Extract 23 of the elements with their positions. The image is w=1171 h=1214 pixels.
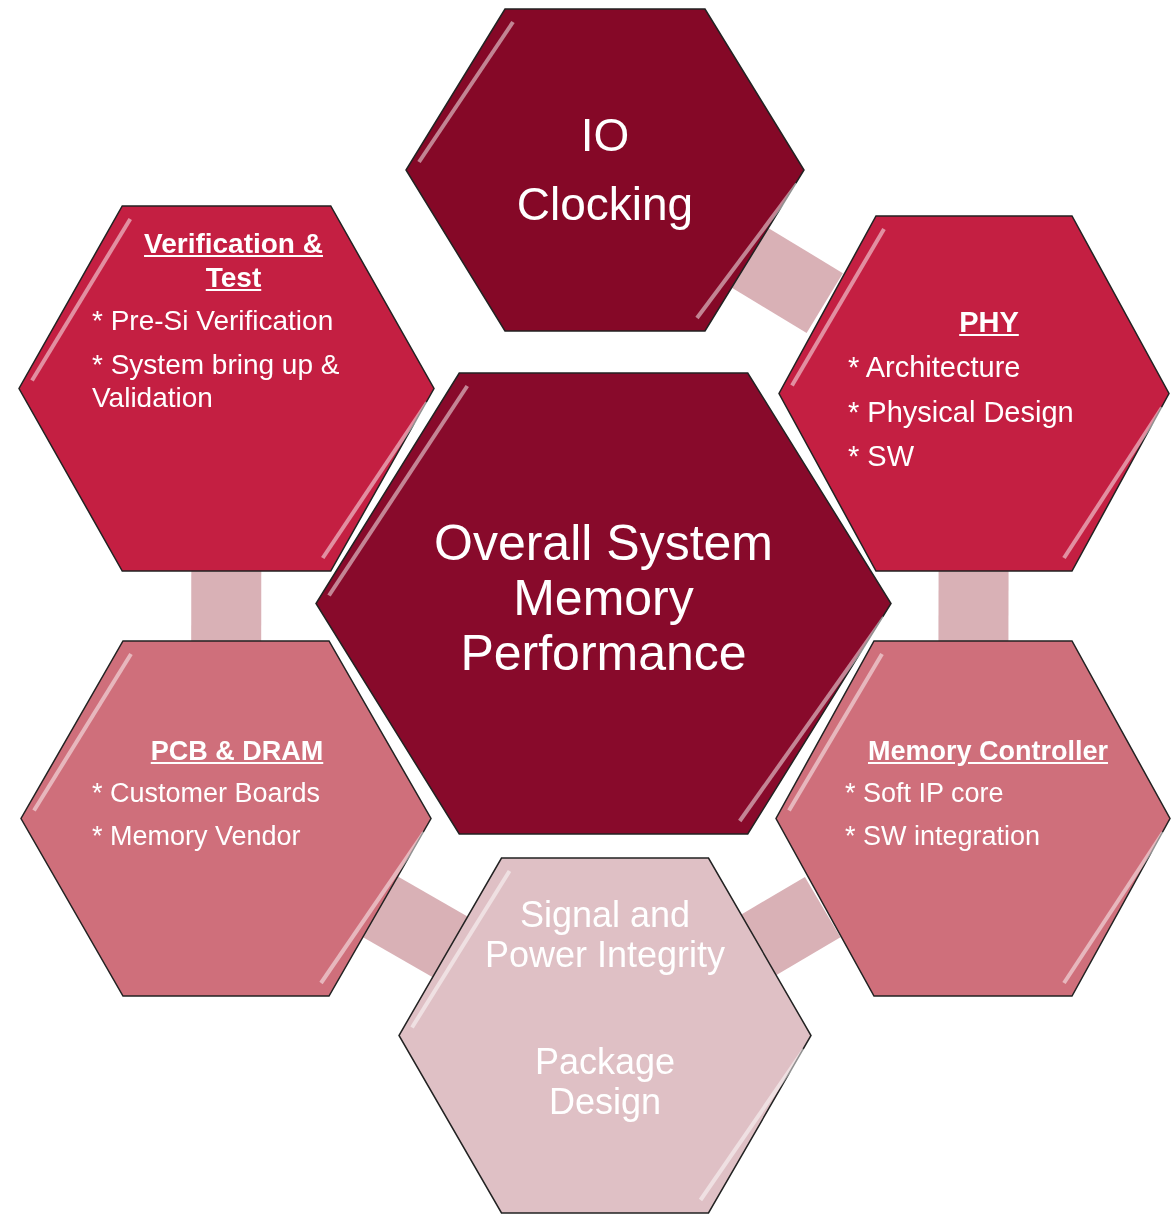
bullet-item: * System bring up & Validation [92, 347, 341, 415]
bullet-item: * Customer Boards [92, 777, 321, 810]
tile-heading: PCB & DRAM [150, 735, 324, 768]
tile-heading: PHY [959, 305, 1019, 340]
hexagon-tile [775, 640, 1171, 997]
bullet-item: * SW [848, 439, 915, 475]
bullet-item: * Physical Design [848, 394, 1074, 430]
hexagon-tile [405, 8, 805, 332]
hexagon-tile [398, 857, 812, 1214]
hexagon-tile [18, 205, 435, 572]
tile-heading: Memory Controller [867, 735, 1108, 768]
tile-title: Overall System Memory Performance [433, 516, 774, 681]
tile-heading: Verification & Test [143, 227, 324, 295]
tile-title: Package Design [533, 1042, 677, 1122]
hexagon-tile [778, 215, 1170, 572]
tile-title: IO Clocking [515, 108, 695, 232]
bullet-item: * Architecture [848, 349, 1021, 385]
tile-title: Signal and Power Integrity [483, 895, 727, 975]
bullet-item: * Pre-Si Verification [92, 304, 334, 338]
bullet-item: * Memory Vendor [92, 819, 301, 853]
hexagon-tile [20, 640, 432, 997]
bullet-item: * Soft IP core [845, 777, 1004, 810]
bullet-item: * SW integration [845, 819, 1041, 853]
